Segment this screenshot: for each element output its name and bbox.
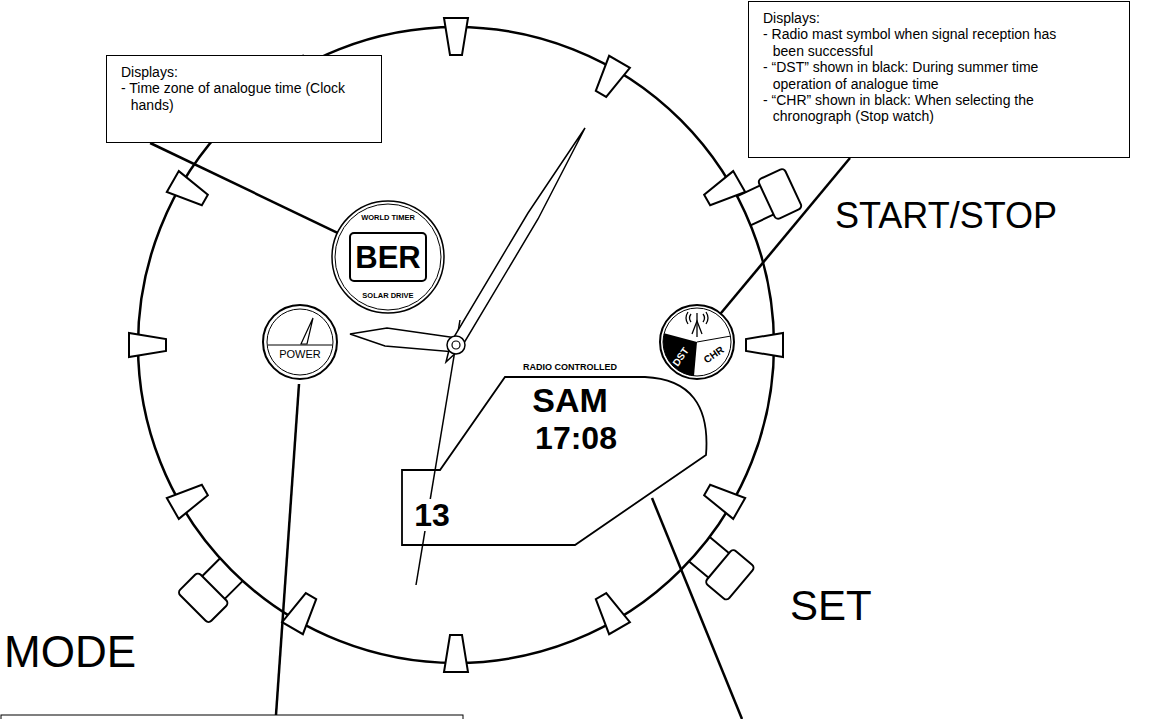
callout-text: Displays: bbox=[121, 64, 336, 80]
hand-pivot bbox=[447, 336, 465, 354]
gauge-base bbox=[268, 345, 332, 346]
hour-marker bbox=[167, 171, 211, 210]
callout-box: Displays:- Time zone of analogue time (C… bbox=[106, 55, 382, 143]
power-gauge: POWER bbox=[262, 304, 338, 380]
lcd-outline bbox=[402, 377, 706, 545]
hand-pivot bbox=[452, 341, 460, 349]
city-display: BER bbox=[349, 232, 427, 282]
leader-line bbox=[276, 384, 299, 715]
node-outline bbox=[659, 304, 735, 380]
signal-wave bbox=[706, 312, 708, 324]
callout-text: - “DST” shown in black: During summer ti… bbox=[763, 59, 1058, 92]
gauge-caption: POWER bbox=[279, 349, 321, 360]
world-timer-dial: WORLD TIMER SOLAR DRIVE BER bbox=[331, 200, 445, 314]
leader-line bbox=[652, 498, 742, 719]
callout-box bbox=[1, 715, 463, 719]
city-code: BER bbox=[355, 242, 420, 273]
hour-marker bbox=[444, 18, 468, 55]
dial-caption: WORLD TIMER bbox=[361, 214, 415, 222]
segment-divider bbox=[697, 336, 731, 342]
hour-marker bbox=[282, 590, 321, 634]
dial-ring bbox=[335, 204, 441, 310]
hour-marker bbox=[591, 56, 630, 100]
dial-ring bbox=[332, 201, 444, 313]
lcd-display: RADIO CONTROLLED SAM 17:08 13 bbox=[398, 355, 723, 547]
signal-wave bbox=[703, 314, 705, 322]
signal-wave bbox=[686, 312, 688, 324]
mast-frame bbox=[692, 321, 702, 334]
lcd-text: 13 bbox=[412, 499, 452, 531]
function-dial: DSTCHR bbox=[659, 304, 735, 380]
hour-hand bbox=[350, 328, 457, 352]
signal-wave bbox=[690, 314, 692, 322]
dial-ring bbox=[660, 305, 734, 379]
button-cap bbox=[705, 549, 755, 601]
hour-marker bbox=[167, 480, 211, 519]
callout-box: Displays:- Radio mast symbol when signal… bbox=[748, 1, 1130, 158]
node-outline bbox=[262, 304, 338, 380]
callout-text: - Radio mast symbol when signal receptio… bbox=[763, 26, 1058, 59]
lcd-text: RADIO CONTROLLED bbox=[523, 363, 617, 372]
dst-segment bbox=[663, 333, 697, 376]
hour-marker bbox=[701, 480, 745, 519]
minute-hand bbox=[446, 128, 585, 362]
hour-marker bbox=[444, 635, 468, 672]
button-label: START/STOP bbox=[835, 196, 1057, 236]
mast-pole bbox=[696, 313, 697, 337]
callout-text: - “CHR” shown in black: When selecting t… bbox=[763, 92, 1058, 125]
hour-marker bbox=[746, 333, 783, 357]
dial-ring bbox=[663, 308, 731, 376]
leader-line bbox=[721, 158, 850, 314]
lcd-text: SAM bbox=[532, 383, 608, 417]
button-label: MODE bbox=[4, 628, 136, 676]
dial-ring bbox=[267, 309, 333, 375]
gauge-needle bbox=[301, 318, 313, 344]
button-cap bbox=[758, 168, 803, 220]
dial-caption: SOLAR DRIVE bbox=[362, 292, 413, 300]
button-label: SET bbox=[790, 583, 872, 629]
indicator-text: CHR bbox=[702, 345, 725, 366]
callout-text: - Time zone of analogue time (Clock hand… bbox=[121, 80, 346, 113]
dial-ring bbox=[263, 305, 337, 379]
hour-marker bbox=[129, 333, 166, 357]
lcd-text: 17:08 bbox=[535, 422, 617, 454]
leader-line bbox=[150, 143, 349, 238]
hour-marker bbox=[701, 171, 745, 210]
hour-marker bbox=[591, 590, 630, 634]
button-cap bbox=[177, 572, 229, 624]
callout-text: Displays: bbox=[763, 10, 1048, 26]
radio-mast-symbol bbox=[686, 312, 708, 337]
